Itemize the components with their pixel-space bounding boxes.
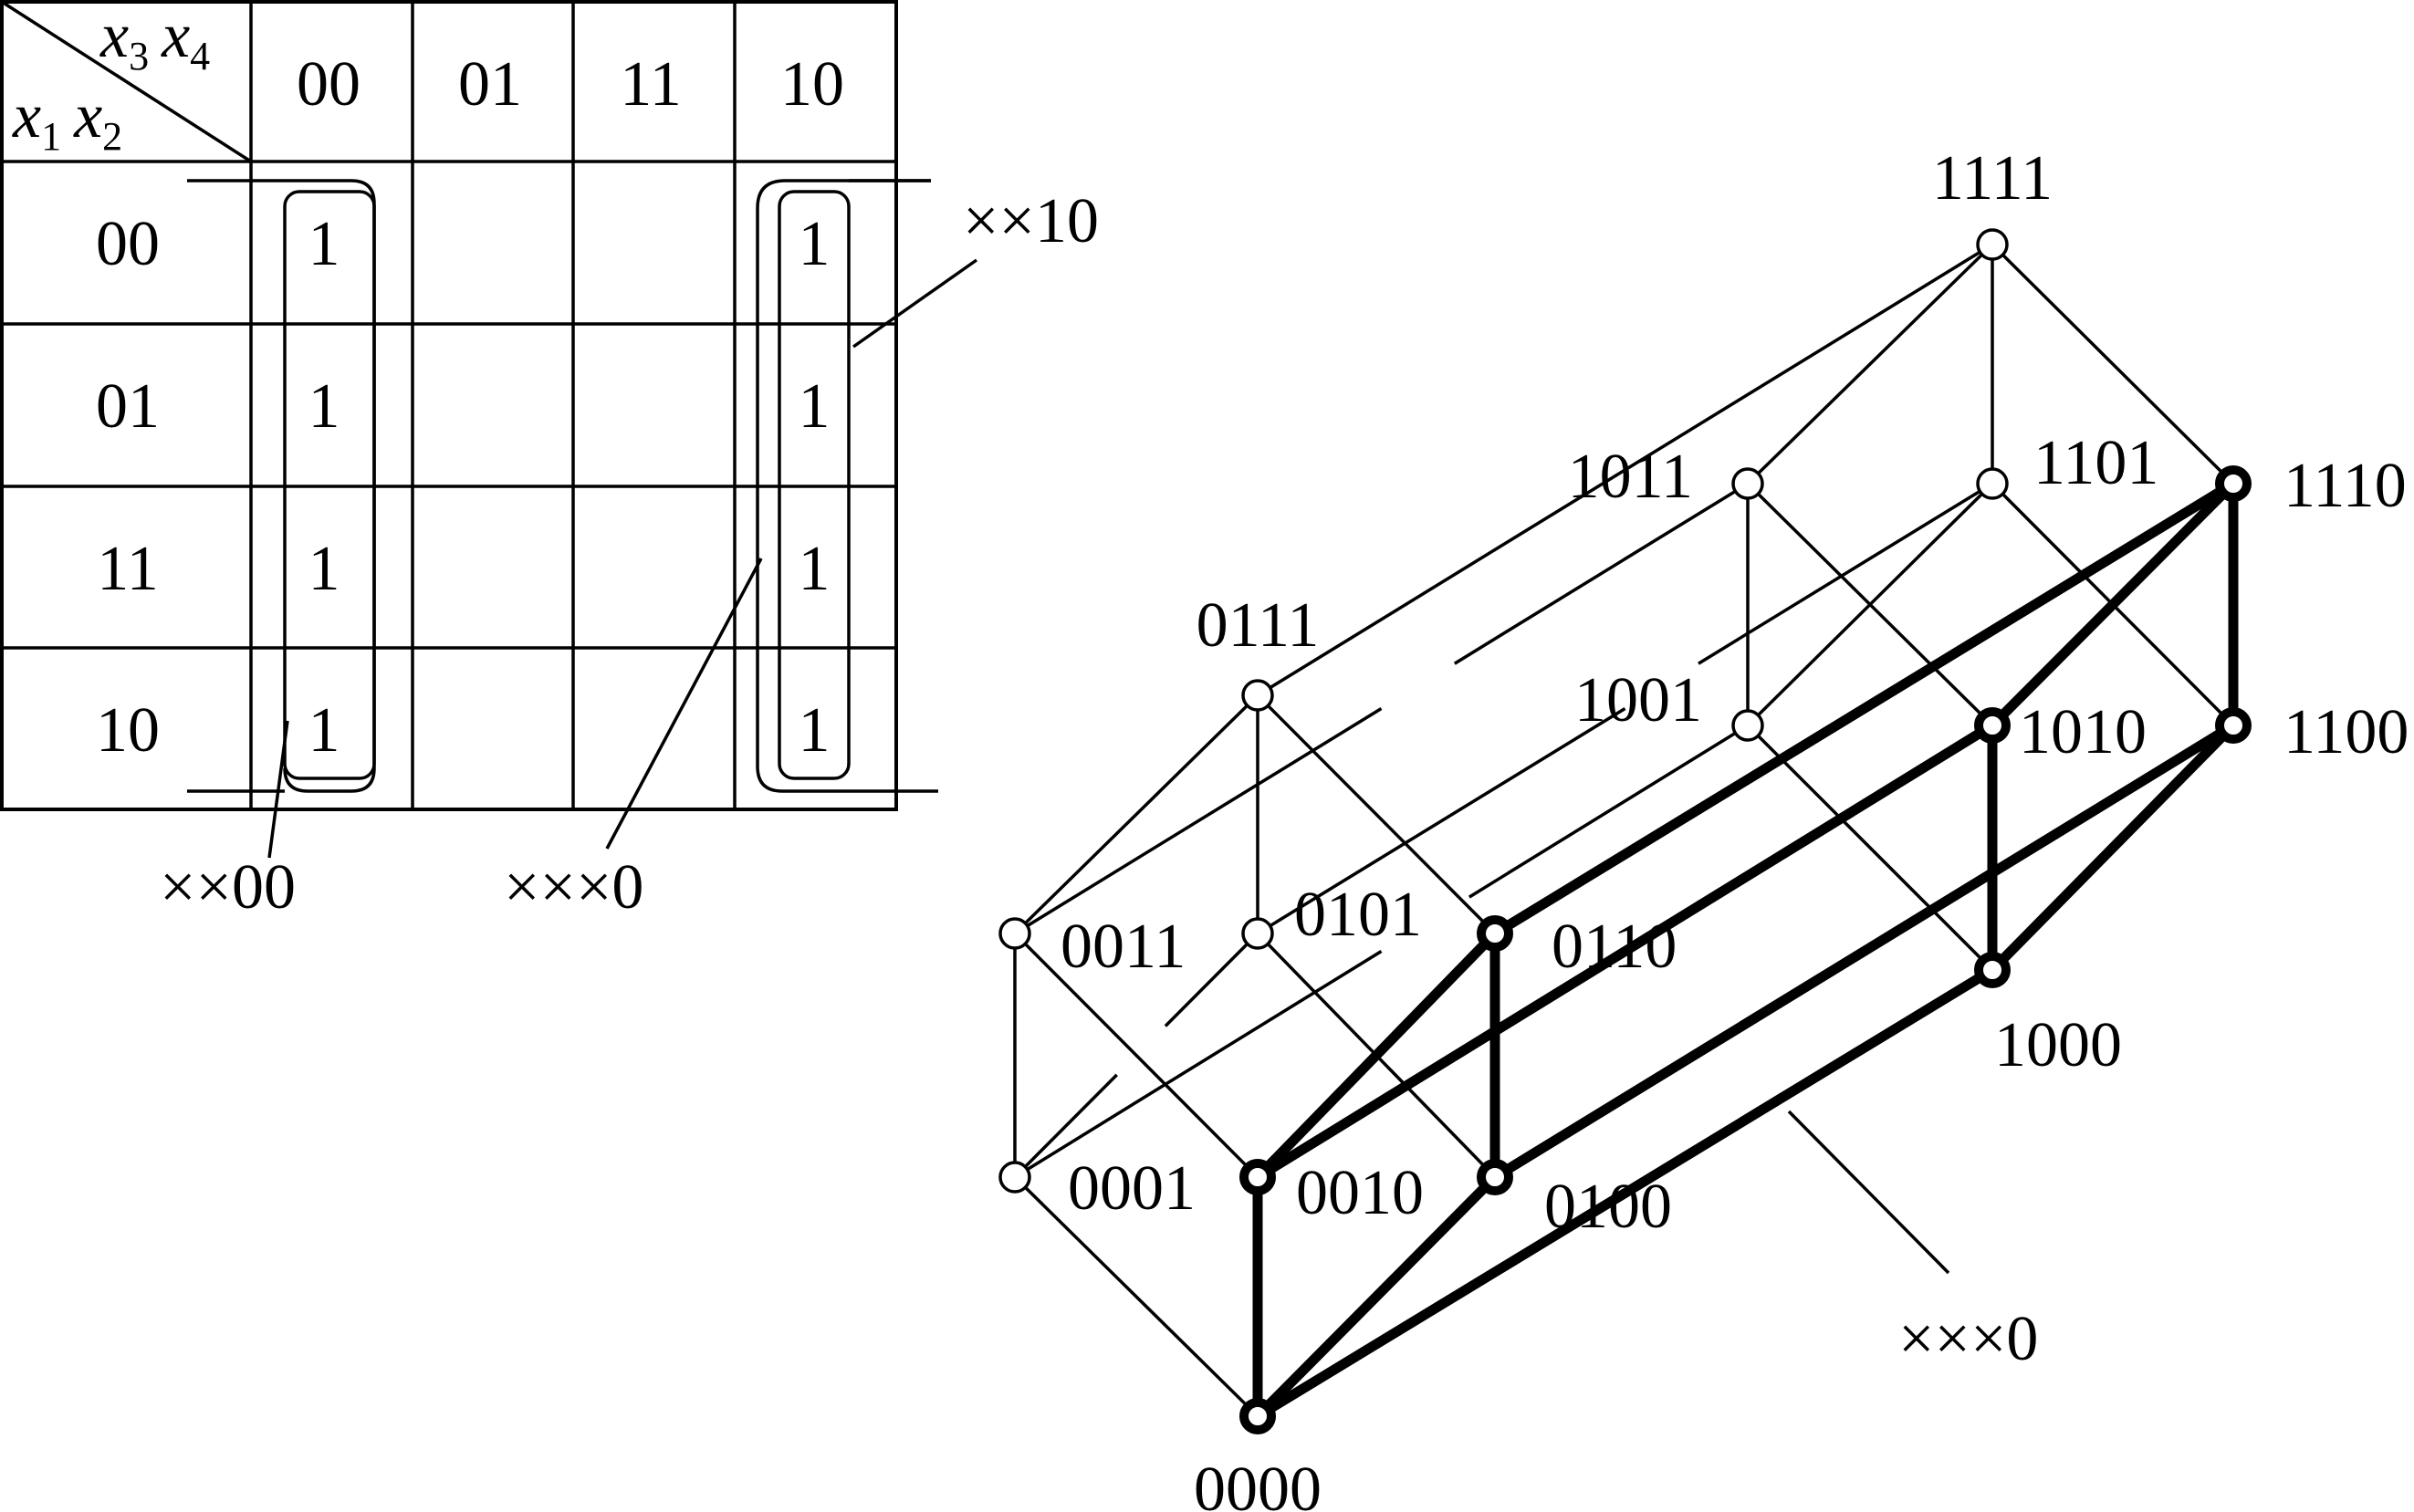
cube-node-label-1011: 1011 bbox=[1568, 442, 1693, 512]
leader-union bbox=[605, 558, 763, 850]
cube-node-label-1000: 1000 bbox=[1994, 1010, 2122, 1080]
hypercube-edges bbox=[1013, 243, 2239, 1422]
kmap-col-header: 10 bbox=[780, 49, 844, 120]
kmap-row-header: 10 bbox=[96, 695, 160, 766]
kmap-cell: 1 bbox=[308, 371, 340, 442]
cube-node-label-1100: 1100 bbox=[2283, 697, 2409, 767]
cube-node-label-0010: 0010 bbox=[1296, 1158, 1424, 1228]
cube-edge-0101-1101 bbox=[1257, 707, 1626, 935]
cube-node-0111 bbox=[1241, 679, 1274, 712]
cube-node-label-0001: 0001 bbox=[1068, 1153, 1196, 1224]
kmap-cell: 1 bbox=[308, 534, 340, 604]
cube-node-0001 bbox=[998, 1161, 1031, 1194]
cube-node-1100 bbox=[2215, 707, 2252, 744]
leader-col10 bbox=[852, 258, 978, 349]
cube-edge-0001-1001 bbox=[1468, 724, 1749, 899]
leader-subcube bbox=[1787, 1110, 1950, 1275]
cube-node-label-1001: 1001 bbox=[1574, 665, 1702, 735]
kmap-cells: 1 1 1 1 1 1 1 1 bbox=[308, 209, 831, 766]
cube-node-1111 bbox=[1976, 228, 2009, 261]
cube-node-label-0011: 0011 bbox=[1061, 912, 1186, 982]
cube-node-label-1101: 1101 bbox=[2033, 428, 2158, 498]
cube-edge-bold-1000-1100 bbox=[1987, 720, 2239, 975]
cube-edge-bold-0000-1000 bbox=[1252, 965, 1998, 1422]
hypercube-nodes bbox=[998, 228, 2252, 1434]
group-loop-union-outer bbox=[187, 179, 376, 793]
kmap-cell: 1 bbox=[308, 695, 340, 766]
kmap-cell: 1 bbox=[799, 695, 831, 766]
cube-node-0110 bbox=[1477, 915, 1513, 952]
cube-node-0000 bbox=[1239, 1398, 1276, 1434]
cube-node-label-1010: 1010 bbox=[2019, 697, 2147, 767]
kmap-col-header: 11 bbox=[620, 49, 681, 120]
cube-edge-bold-0010-0110 bbox=[1252, 928, 1500, 1183]
cube-node-label-0110: 0110 bbox=[1552, 912, 1677, 982]
hypercube: 0000 0001 0010 0100 1000 0011 0101 0110 1001 1010… bbox=[998, 143, 2409, 1512]
group-loop-col10-inner bbox=[778, 190, 851, 780]
kmap-grid bbox=[0, 0, 898, 811]
kmap-cell: 1 bbox=[799, 534, 831, 604]
kmap-cell: 1 bbox=[799, 209, 831, 279]
cube-edge-0011-0111 bbox=[1013, 693, 1259, 935]
cube-edge-bold-0110-1110 bbox=[1489, 478, 2239, 939]
cube-edge-bold-0100-1100 bbox=[1489, 720, 2239, 1183]
cube-node-0100 bbox=[1477, 1159, 1513, 1195]
kmap-row-header: 11 bbox=[97, 534, 158, 604]
kmap-cell: 1 bbox=[308, 209, 340, 279]
cube-node-label-0000: 0000 bbox=[1194, 1455, 1322, 1512]
label-xx00: ××00 bbox=[160, 852, 296, 923]
cube-edge-bold-0000-0100 bbox=[1252, 1172, 1500, 1422]
cube-edge-bold-0010-1010 bbox=[1252, 720, 1998, 1183]
label-xx10: ××10 bbox=[963, 186, 1099, 256]
cube-edge-0111-1111 bbox=[1257, 243, 1993, 697]
kmap-col-header: 01 bbox=[458, 49, 522, 120]
cube-node-label-1111: 1111 bbox=[1932, 143, 2053, 214]
kmap-row-headers: 00 01 11 10 bbox=[96, 209, 160, 766]
cube-edge-0110-0111 bbox=[1256, 693, 1497, 935]
cube-edge-0011-1011 bbox=[1014, 707, 1383, 935]
cube-edge-1000-1001 bbox=[1746, 724, 1994, 972]
kmap-col-header: 00 bbox=[297, 49, 361, 120]
cube-node-1000 bbox=[1974, 952, 2011, 988]
cube-node-1001 bbox=[1731, 709, 1764, 742]
hypercube-node-labels: 0000 0001 0010 0100 1000 0011 0101 0110 1001 1010… bbox=[1061, 143, 2409, 1512]
cube-node-label-1110: 1110 bbox=[2283, 451, 2407, 521]
cube-edge-0001-1001 bbox=[1014, 950, 1383, 1179]
label-xxx0-cube: ×××0 bbox=[1898, 1304, 2038, 1374]
cube-edge-1110-1111 bbox=[1991, 243, 2235, 485]
cube-node-label-0100: 0100 bbox=[1544, 1172, 1672, 1242]
cube-node-0010 bbox=[1239, 1159, 1276, 1195]
kmap-col-headers: 00 01 11 10 bbox=[297, 49, 844, 120]
cube-node-1011 bbox=[1731, 467, 1764, 500]
kmap-cell: 1 bbox=[799, 371, 831, 442]
kmap-row-header: 01 bbox=[96, 371, 160, 442]
cube-node-label-0111: 0111 bbox=[1197, 590, 1320, 661]
cube-edge-0000-0001 bbox=[1013, 1175, 1259, 1418]
cube-node-0101 bbox=[1241, 917, 1274, 950]
cube-node-1110 bbox=[2215, 465, 2252, 502]
cube-edge-0010-0011 bbox=[1013, 932, 1259, 1179]
label-xxx0-map: ×××0 bbox=[504, 852, 643, 923]
cube-edge-1011-1111 bbox=[1746, 243, 1994, 485]
cube-edge-0011-1011 bbox=[1453, 482, 1749, 665]
cube-node-1010 bbox=[1974, 707, 2011, 744]
group-loop-union-outer-right bbox=[756, 179, 938, 793]
kmap-row-header: 00 bbox=[96, 209, 160, 279]
cube-node-0011 bbox=[998, 917, 1031, 950]
cube-edge-0101-1101 bbox=[1698, 482, 1993, 665]
cube-edge-0001-0101 bbox=[1164, 932, 1259, 1027]
cube-edge-bold-1010-1110 bbox=[1987, 478, 2239, 731]
cube-node-label-0101: 0101 bbox=[1294, 880, 1422, 950]
cube-edge-1010-1011 bbox=[1746, 482, 1994, 727]
leader-col00 bbox=[267, 720, 289, 859]
cube-edge-0001-0101 bbox=[1013, 1073, 1118, 1179]
cube-node-1101 bbox=[1976, 467, 2009, 500]
